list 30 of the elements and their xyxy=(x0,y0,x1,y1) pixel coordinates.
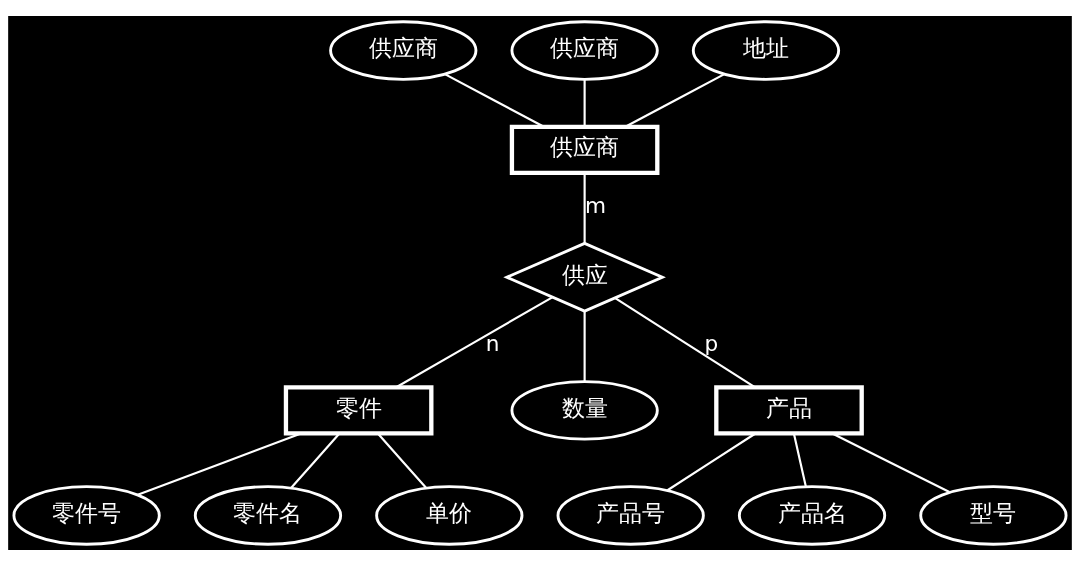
edge-label: m xyxy=(584,193,606,219)
node-ellipse: 零件名 xyxy=(193,485,343,546)
edge-label: p xyxy=(704,331,719,357)
connector xyxy=(625,73,725,128)
node-box: 供应商 xyxy=(509,124,660,176)
connector xyxy=(137,432,302,496)
node-ellipse: 产品号 xyxy=(556,485,705,546)
connector xyxy=(377,432,428,489)
connector xyxy=(666,432,756,492)
connector xyxy=(444,73,544,128)
node-ellipse: 型号 xyxy=(919,485,1068,546)
connector xyxy=(614,297,756,389)
edge-label: n xyxy=(485,331,500,357)
node-box: 零件 xyxy=(283,385,434,436)
connector xyxy=(395,296,553,389)
node-ellipse: 零件号 xyxy=(12,485,161,546)
node-ellipse: 数量 xyxy=(510,380,659,441)
connector xyxy=(792,433,807,487)
connector xyxy=(831,432,950,493)
node-box: 产品 xyxy=(714,385,864,436)
node-ellipse: 供应商 xyxy=(510,20,659,81)
node-ellipse: 单价 xyxy=(375,485,524,546)
node-ellipse: 地址 xyxy=(691,20,841,81)
node-diamond: 供应 xyxy=(503,241,666,313)
node-ellipse: 产品名 xyxy=(737,485,887,546)
connector xyxy=(290,432,341,489)
connector xyxy=(583,79,586,127)
connector xyxy=(583,311,586,382)
connector xyxy=(583,173,586,244)
node-ellipse: 供应商 xyxy=(329,20,478,81)
